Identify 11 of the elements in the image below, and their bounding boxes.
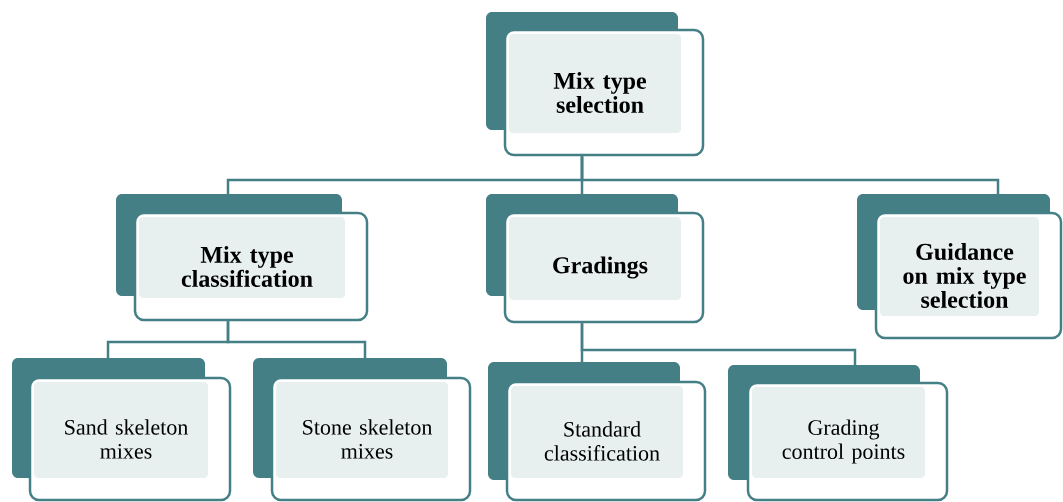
process-box: Mix type classification [116, 194, 369, 322]
process-box: Mix type selection [486, 12, 705, 157]
connector-line [580, 156, 1000, 194]
process-box: Stone skeleton mixes [253, 358, 472, 502]
process-box: Standard classification [488, 362, 707, 502]
process-box: Guidance on mix type selection [857, 194, 1063, 340]
process-box: Sand skeleton mixes [12, 358, 232, 502]
connector-line [580, 323, 857, 365]
process-box: Gradings [486, 194, 705, 324]
connector-line [226, 321, 367, 358]
process-box: Grading control points [728, 365, 949, 502]
